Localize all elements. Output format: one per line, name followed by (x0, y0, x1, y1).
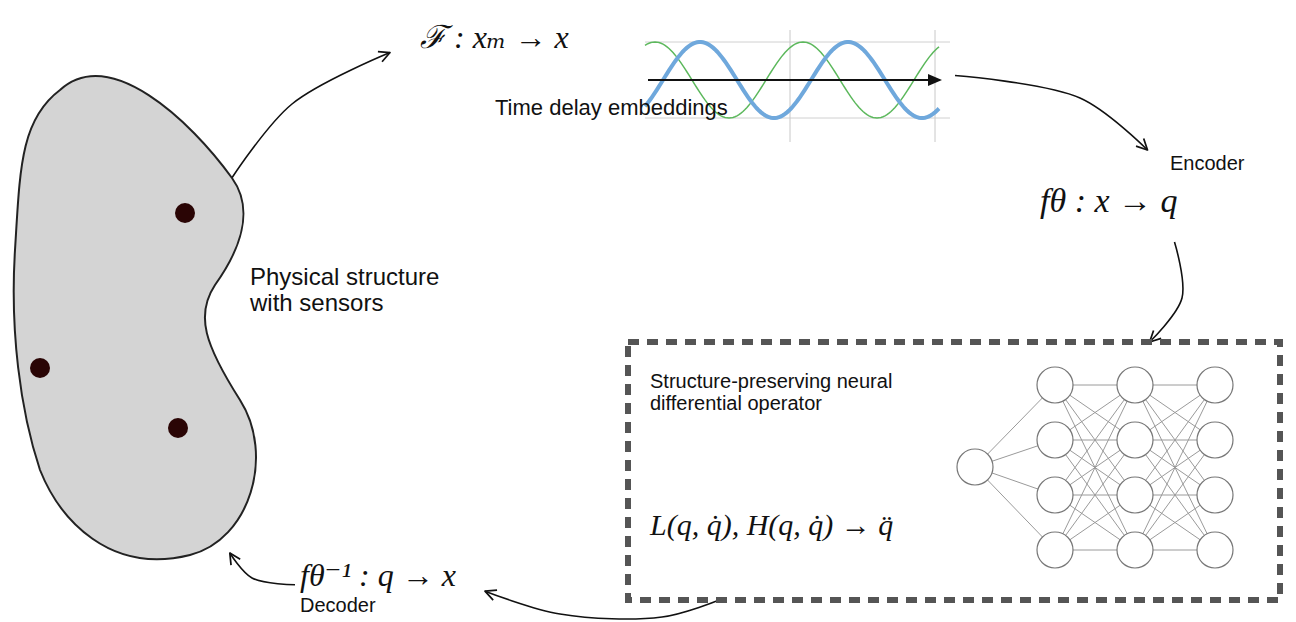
network-neuron (1197, 477, 1233, 513)
network-neuron (1117, 367, 1153, 403)
flow-arrow (955, 76, 1148, 151)
sensor-dot (175, 203, 195, 223)
network-link (1135, 385, 1215, 550)
network-neuron (1117, 477, 1153, 513)
flow-arrow (1150, 242, 1183, 342)
sensor-dot (30, 358, 50, 378)
time-axis (648, 79, 930, 81)
network-link (1055, 385, 1135, 550)
network-link (1055, 385, 1135, 550)
dashed-border (628, 342, 1280, 600)
structure-shape: Physical structure with sensors (10, 40, 490, 570)
network-neuron (1117, 532, 1153, 568)
decoder-block: fθ⁻¹ : q → xDecoder (295, 556, 485, 620)
network-neuron (1197, 532, 1233, 568)
network-neuron (1117, 422, 1153, 458)
embedding-caption: Time delay embeddings (495, 96, 728, 120)
network-neuron (1037, 422, 1073, 458)
operator-title: Structure-preserving neural differential… (650, 370, 912, 414)
encoder-block: Encoder fθ : x → q (1035, 150, 1260, 242)
network-neuron (957, 449, 993, 485)
grid-line (935, 30, 936, 142)
flow-arrow (232, 53, 390, 178)
network-neuron (1197, 367, 1233, 403)
network-neuron (1037, 367, 1073, 403)
network-neuron (1037, 532, 1073, 568)
decoder-label: Decoder (300, 594, 376, 616)
embedding-formula: ℱ : xₘ → x (420, 20, 569, 55)
sensor-dot (168, 418, 188, 438)
structure-label: Physical structure with sensors (250, 264, 485, 317)
flow-arrow (485, 591, 719, 619)
operator-formula: L(q, q̇), H(q, q̇) → q̈ (650, 508, 893, 541)
decoder-formula: fθ⁻¹ : q → x (300, 558, 456, 593)
embedding-block: ℱ : xₘ → x Time delay embeddings (390, 8, 955, 143)
network-neuron (1197, 422, 1233, 458)
flow-arrow (230, 553, 295, 585)
network-link (1135, 385, 1215, 550)
encoder-formula: fθ : x → q (1040, 182, 1178, 219)
operator-box: Structure-preserving neural differential… (628, 342, 1280, 600)
network-neuron (1037, 477, 1073, 513)
axis-arrowhead (928, 74, 942, 86)
encoder-label: Encoder (1170, 152, 1245, 174)
structure-outline (14, 76, 256, 559)
